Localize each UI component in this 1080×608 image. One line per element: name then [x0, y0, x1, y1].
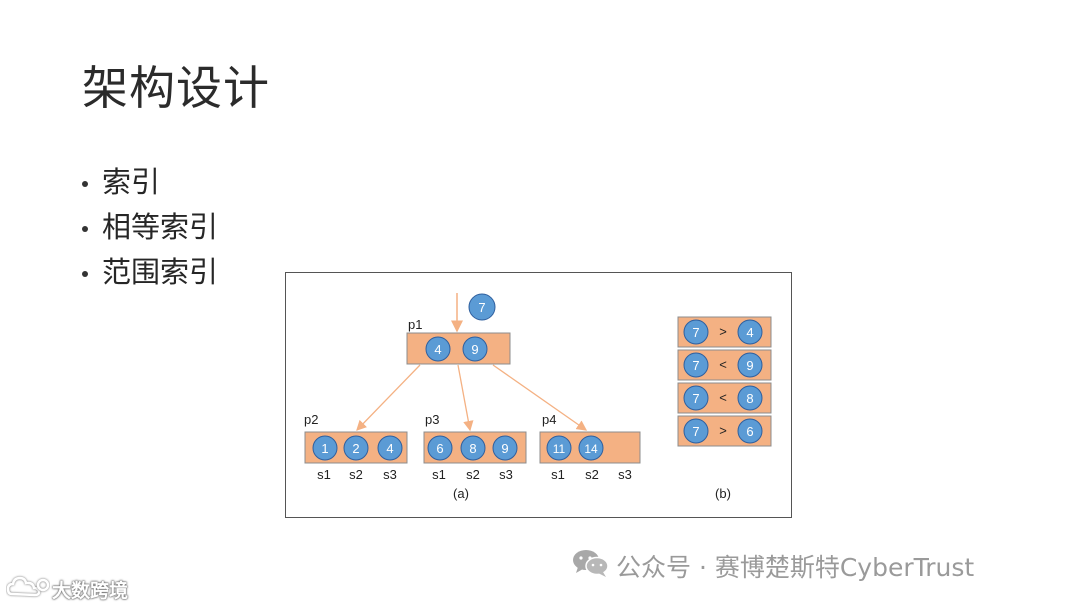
slot-label: s1	[317, 467, 331, 482]
svg-text:7: 7	[692, 325, 699, 340]
root-node-label: p1	[408, 317, 422, 332]
svg-text:14: 14	[584, 442, 598, 456]
svg-text:<: <	[719, 390, 727, 405]
tree-edge	[492, 364, 588, 431]
child-key: 6	[427, 435, 453, 461]
slot-label: s2	[466, 467, 480, 482]
slot-label: s1	[432, 467, 446, 482]
bullet-item: 相等索引	[82, 205, 218, 250]
slot-label: s1	[551, 467, 565, 482]
slide-title: 架构设计	[82, 61, 270, 115]
comparison-row: 7 < 8	[677, 382, 772, 414]
wechat-watermark: 公众号 · 赛博楚斯特CyberTrust	[572, 548, 974, 584]
child-node-label: p2	[304, 412, 318, 427]
svg-text:8: 8	[746, 391, 753, 406]
svg-text:4: 4	[746, 325, 753, 340]
svg-text:11: 11	[553, 442, 566, 456]
svg-text:9: 9	[471, 342, 478, 357]
bullet-item: 范围索引	[82, 250, 218, 295]
svg-text:8: 8	[469, 441, 476, 456]
child-key: 4	[377, 435, 403, 461]
index-diagram-canvas: 7 p1 4 9 p2 1 2 4 s1 s2 s3 p3 6 8 9 s1	[304, 293, 772, 501]
svg-text:1: 1	[321, 441, 328, 456]
root-node	[406, 332, 511, 365]
svg-text:9: 9	[746, 358, 753, 373]
slot-label: s3	[618, 467, 632, 482]
root-key: 9	[462, 336, 488, 362]
svg-text:6: 6	[436, 441, 443, 456]
svg-text:9: 9	[501, 441, 508, 456]
slot-label: s3	[499, 467, 513, 482]
child-node-label: p4	[542, 412, 556, 427]
child-key: 1	[312, 435, 338, 461]
bullet-dot	[82, 270, 88, 277]
child-key: 14	[578, 435, 604, 461]
wechat-icon	[572, 548, 610, 584]
comparison-row: 7 < 9	[677, 349, 772, 381]
comparison-row: 7 > 4	[677, 316, 772, 348]
child-key: 9	[492, 435, 518, 461]
svg-text:>: >	[719, 324, 727, 339]
root-key: 4	[425, 336, 451, 362]
tree-edge	[457, 364, 474, 432]
query-key-label: 7	[478, 300, 485, 315]
tree-edge	[356, 364, 421, 431]
svg-text:2: 2	[352, 441, 359, 456]
corner-logo: 大数跨境	[6, 574, 128, 605]
child-key: 11	[546, 435, 572, 461]
svg-text:4: 4	[434, 342, 441, 357]
bullet-item: 索引	[82, 160, 218, 205]
svg-text:4: 4	[386, 441, 393, 456]
slot-label: s3	[383, 467, 397, 482]
bullet-text: 相等索引	[102, 210, 219, 244]
bullet-text: 索引	[102, 165, 161, 199]
corner-logo-text: 大数跨境	[52, 580, 129, 602]
child-node-label: p3	[425, 412, 439, 427]
svg-text:<: <	[719, 357, 727, 372]
index-diagram: 7 p1 4 9 p2 1 2 4 s1 s2 s3 p3 6 8 9 s1	[285, 272, 792, 518]
watermark-text: 公众号 · 赛博楚斯特CyberTrust	[616, 553, 975, 582]
svg-text:7: 7	[692, 358, 699, 373]
caption-a: (a)	[453, 486, 469, 501]
svg-text:7: 7	[692, 391, 699, 406]
svg-text:7: 7	[692, 424, 699, 439]
bullet-dot	[82, 225, 88, 232]
bullet-dot	[82, 180, 88, 187]
bullet-text: 范围索引	[102, 255, 219, 289]
caption-b: (b)	[715, 486, 731, 501]
slot-label: s2	[349, 467, 363, 482]
query-key: 7	[468, 293, 496, 321]
svg-text:6: 6	[746, 424, 753, 439]
cloud-logo-icon	[6, 574, 50, 605]
slot-label: s2	[585, 467, 599, 482]
child-key: 8	[460, 435, 486, 461]
comparison-row: 7 > 6	[677, 415, 772, 447]
svg-text:>: >	[719, 423, 727, 438]
child-key: 2	[343, 435, 369, 461]
bullet-list: 索引 相等索引 范围索引	[82, 160, 218, 295]
